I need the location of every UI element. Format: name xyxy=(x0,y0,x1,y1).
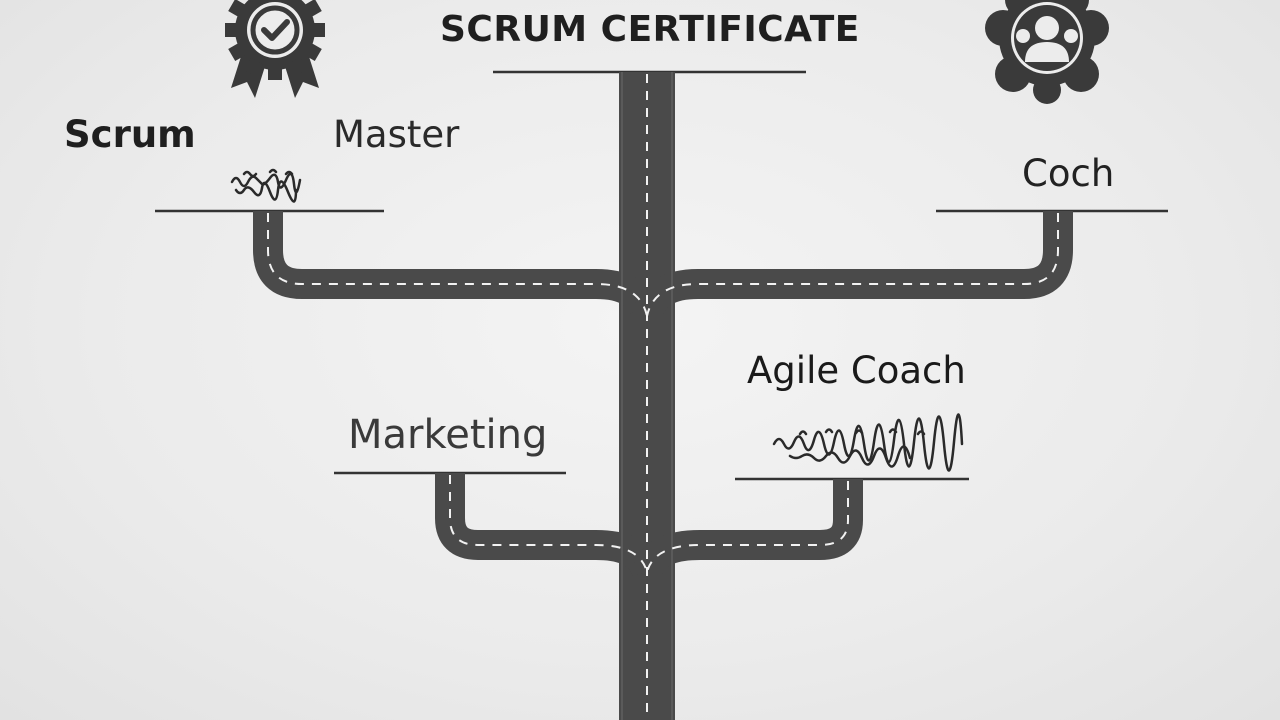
road-branch-agile-coach xyxy=(632,479,863,578)
team-gear-icon xyxy=(985,0,1109,104)
agile-coach-lane-marking xyxy=(646,481,849,573)
marketing-lane-marking xyxy=(449,475,648,573)
scrum-master-lane-marking xyxy=(267,213,648,317)
road-branch-coch xyxy=(632,211,1073,321)
agile-coach-scribble xyxy=(772,413,964,472)
road-branch-scrum-master xyxy=(253,211,662,321)
diagram-title: SCRUM CERTIFICATE xyxy=(440,9,860,50)
branch-label-coch: Coch xyxy=(1022,152,1115,195)
branch-label-master: Master xyxy=(333,113,460,156)
coch-lane-marking xyxy=(646,213,1059,317)
certificate-badge-icon xyxy=(225,0,325,98)
scrum-master-scribble xyxy=(230,168,302,203)
road-branch-marketing xyxy=(435,473,662,577)
branch-label-scrum: Scrum xyxy=(64,113,196,156)
branch-label-marketing: Marketing xyxy=(348,412,548,458)
branch-label-agile-coach: Agile Coach xyxy=(747,349,966,392)
